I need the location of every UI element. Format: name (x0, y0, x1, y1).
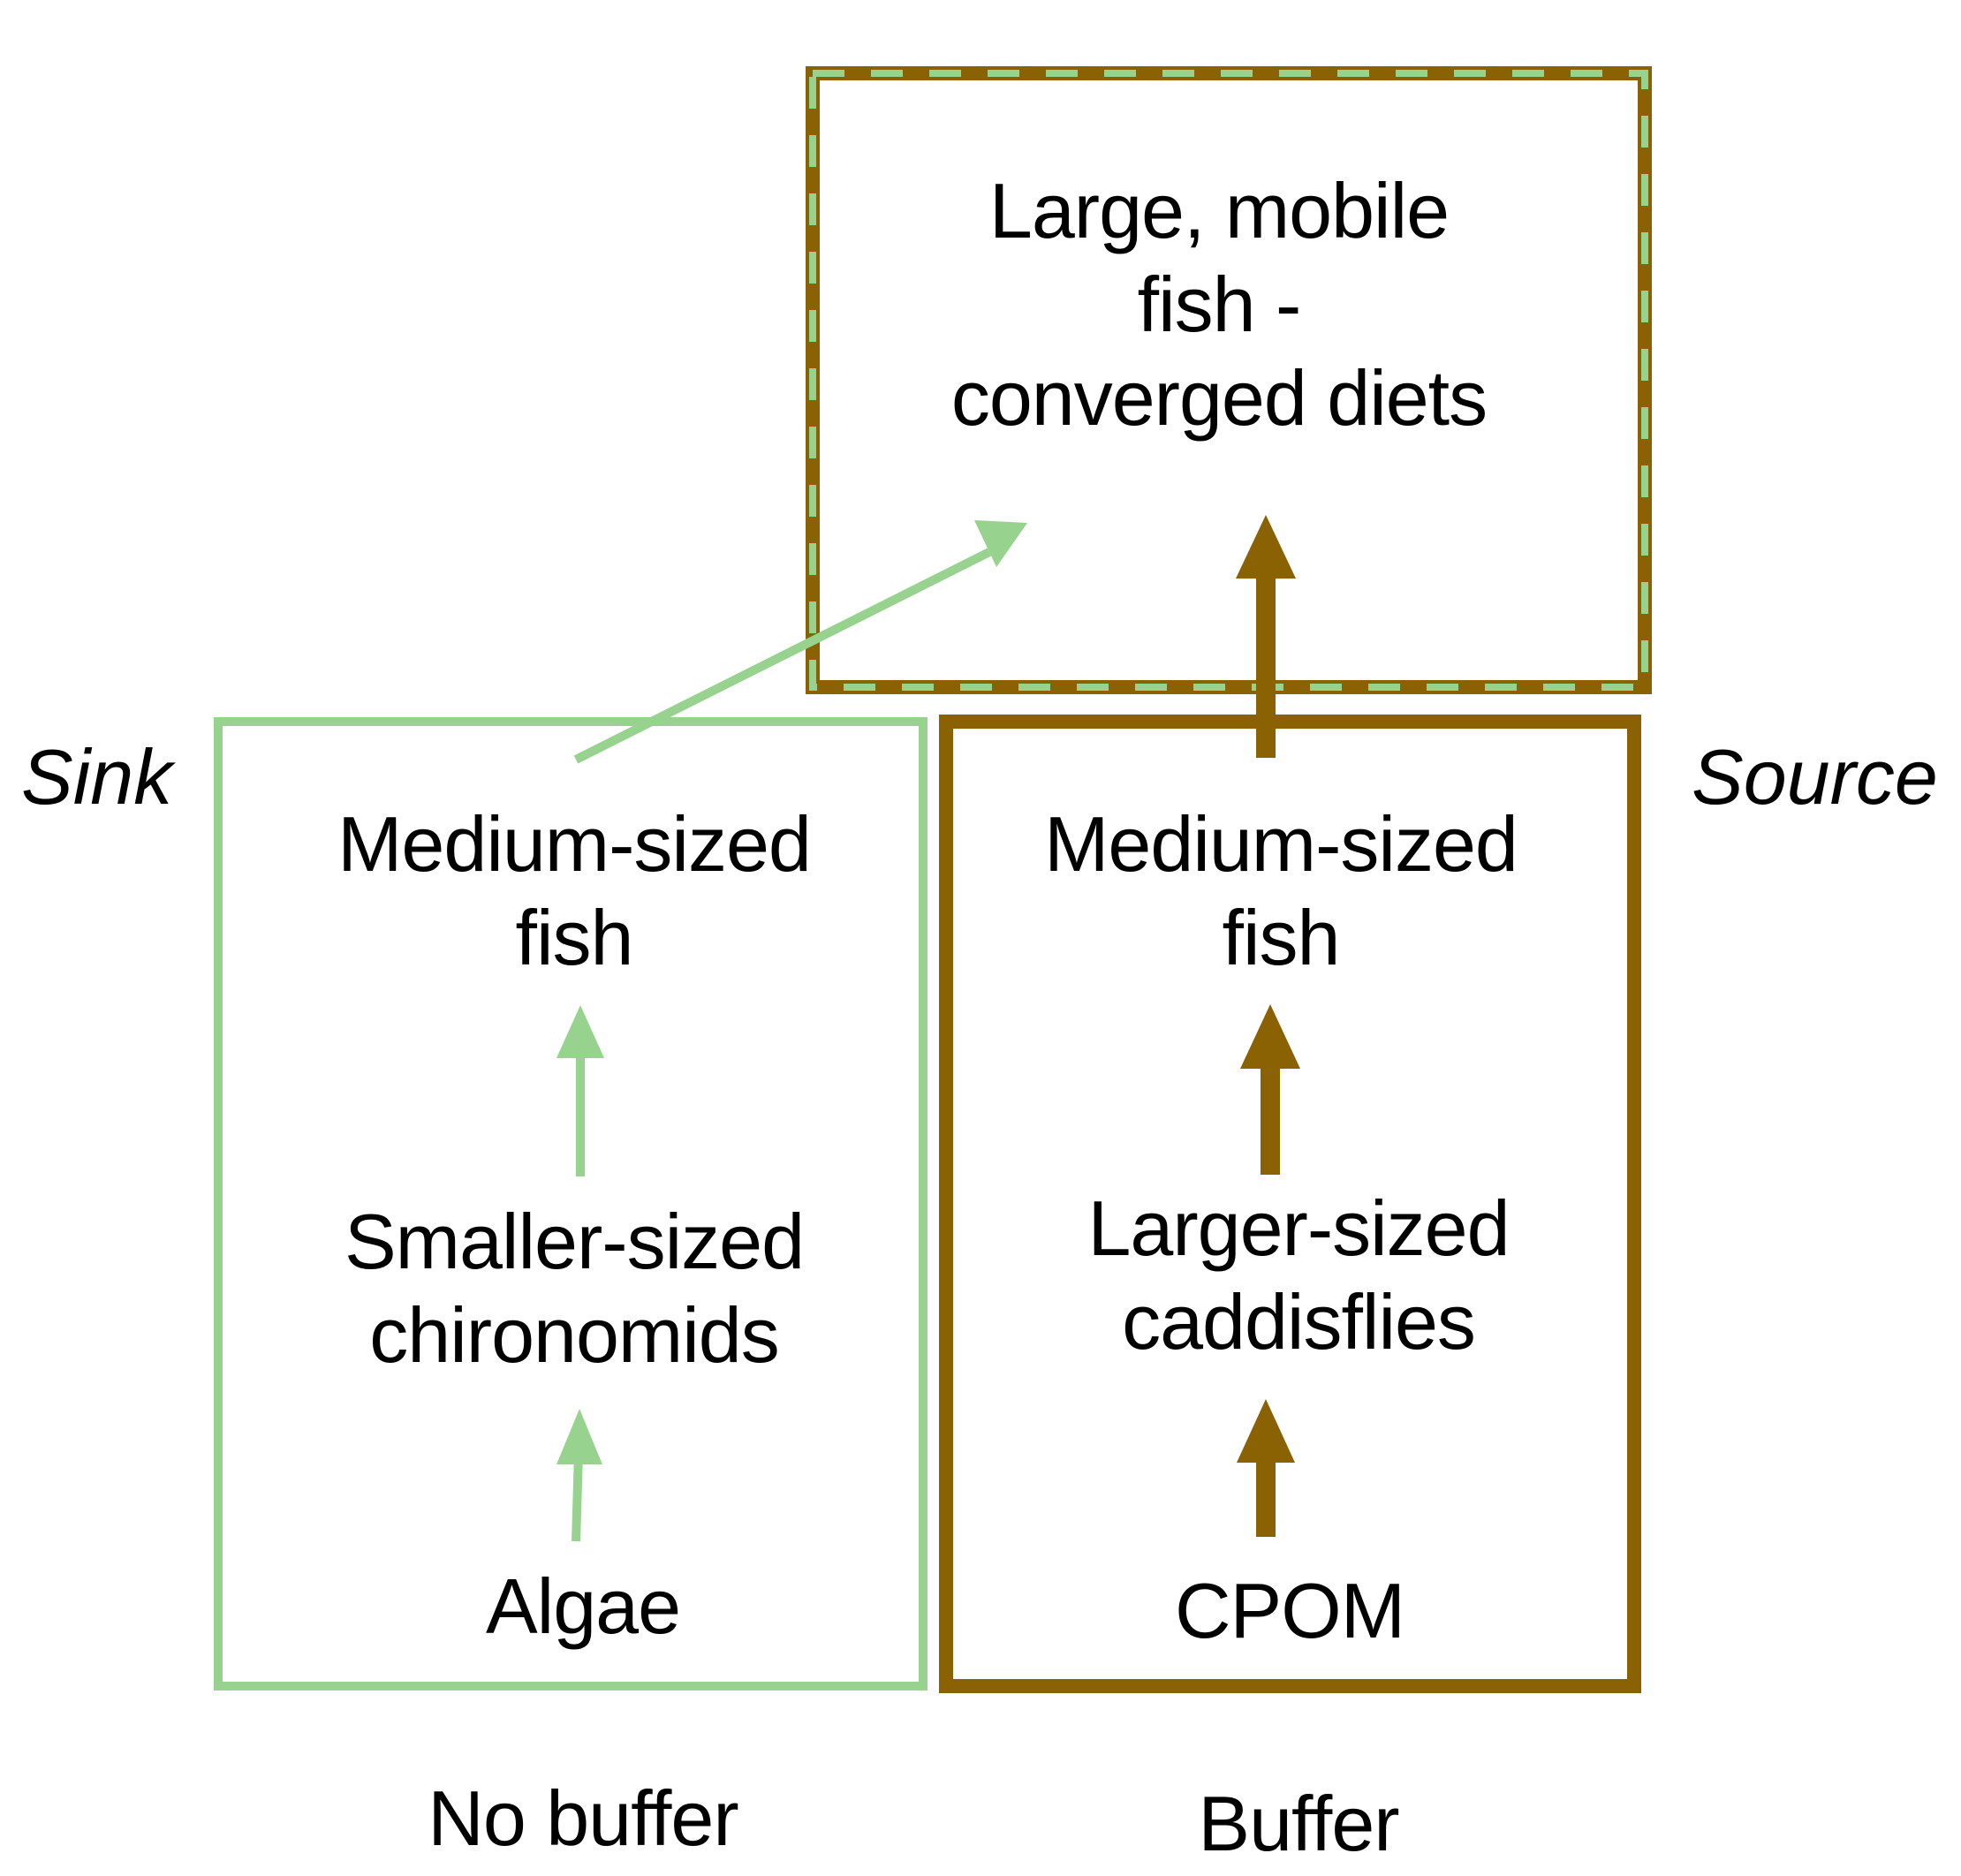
right-base-label: CPOM (1175, 1567, 1405, 1654)
top-box-line-3: converged diets (950, 354, 1488, 442)
right-invertebrates-line-1: Larger-sized (1087, 1184, 1510, 1272)
left-fish-label: Medium-sized fish (292, 798, 857, 985)
left-fish-line-2: fish (515, 894, 634, 981)
right-invertebrates-label: Larger-sized caddisflies (1016, 1182, 1581, 1369)
right-fish-line-1: Medium-sized (1044, 800, 1518, 888)
right-fish-line-2: fish (1222, 894, 1341, 981)
top-box-line-2: fish - (1137, 261, 1302, 348)
top-box-label: Large, mobile fish - converged diets (910, 164, 1528, 445)
left-box-outline (214, 717, 928, 1691)
left-base-label: Algae (485, 1562, 681, 1650)
arrow-fish-to-large-fish-green-shaft (573, 548, 992, 764)
arrow-cpom-to-caddisflies-head (1237, 1399, 1295, 1463)
left-fish-line-1: Medium-sized (337, 800, 812, 888)
arrow-fish-to-large-fish-brown-head (1236, 515, 1296, 579)
sink-label: Sink (21, 733, 173, 821)
right-invertebrates-line-2: caddisflies (1122, 1278, 1476, 1365)
arrow-caddisflies-to-fish-head (1240, 1004, 1300, 1069)
top-box-dashes (809, 70, 1648, 691)
source-label: Source (1692, 733, 1938, 821)
top-box-line-1: Large, mobile (988, 167, 1450, 254)
arrow-chironomids-to-fish-head (556, 1005, 604, 1058)
left-invertebrates-label: Smaller-sized chironomids (292, 1195, 857, 1382)
left-invertebrates-line-2: chironomids (369, 1291, 779, 1379)
right-box-outline (939, 715, 1641, 1693)
no-buffer-label: No buffer (428, 1774, 738, 1862)
buffer-label: Buffer (1198, 1780, 1399, 1867)
right-fish-label: Medium-sized fish (998, 798, 1564, 985)
arrow-fish-to-large-fish-green-head (974, 520, 1027, 567)
left-invertebrates-line-1: Smaller-sized (344, 1198, 805, 1285)
arrow-algae-to-chironomids-shaft (572, 1452, 583, 1542)
arrow-algae-to-chironomids-head (556, 1409, 602, 1464)
